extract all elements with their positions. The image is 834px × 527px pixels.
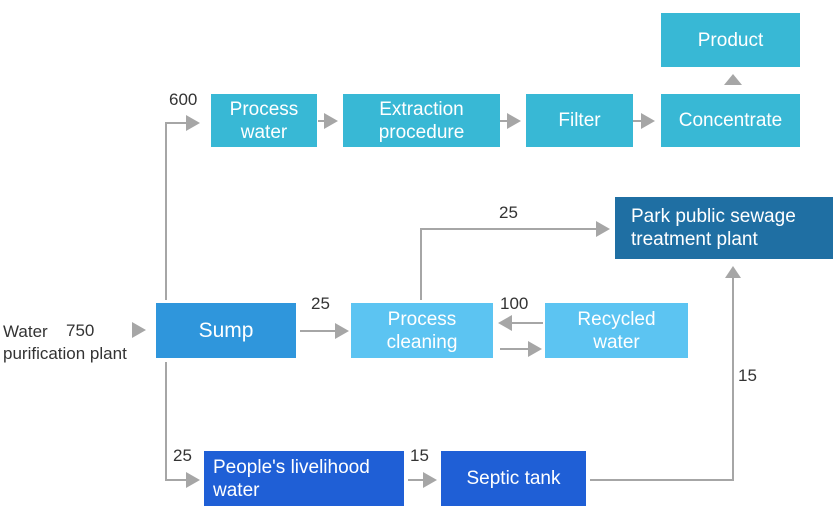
node-septic-tank: Septic tank xyxy=(441,451,586,506)
connector-sump-to-process-water xyxy=(165,122,186,300)
arrowhead-cleaning-to-recycled xyxy=(528,341,542,357)
flow-septic-to-park: 15 xyxy=(738,366,757,385)
node-filter: Filter xyxy=(526,94,633,147)
arrowhead-recycled-to-cleaning xyxy=(498,315,512,331)
flow-to-process-cleaning: 25 xyxy=(311,294,330,313)
connector-septic-to-park xyxy=(590,278,734,481)
source-label-line1: Water xyxy=(3,322,48,341)
arrowhead-to-livelihood xyxy=(186,472,200,488)
arrowhead-septic-to-park xyxy=(725,266,741,278)
connector-sump-to-livelihood xyxy=(165,362,186,481)
arrowhead-to-process-water xyxy=(186,115,200,131)
node-park-sewage-plant: Park public sewage treatment plant xyxy=(615,197,833,259)
node-extraction-procedure: Extraction procedure xyxy=(343,94,500,147)
flow-source-to-sump: 750 xyxy=(66,321,95,340)
node-product: Product xyxy=(661,13,800,67)
node-process-water: Process water xyxy=(211,94,317,147)
node-livelihood-water: People's livelihood water xyxy=(204,451,404,506)
node-process-cleaning: Process cleaning xyxy=(351,303,493,358)
arrowhead-to-septic xyxy=(423,472,437,488)
arrowhead-to-product xyxy=(724,74,742,85)
flow-cleaning-to-park: 25 xyxy=(499,203,518,222)
arrowhead-to-park xyxy=(596,221,610,237)
flow-recycled: 100 xyxy=(500,294,529,313)
node-recycled-water: Recycled water xyxy=(545,303,688,358)
flow-to-livelihood: 25 xyxy=(173,446,192,465)
flow-to-process-water: 600 xyxy=(169,90,198,109)
source-label-line2: purification plant xyxy=(3,344,127,363)
flow-to-septic: 15 xyxy=(410,446,429,465)
connector-cleaning-to-park xyxy=(420,228,598,300)
arrowhead-to-sump xyxy=(132,322,146,338)
node-sump: Sump xyxy=(156,303,296,358)
arrowhead-to-cleaning xyxy=(335,323,349,339)
node-concentrate: Concentrate xyxy=(661,94,800,147)
